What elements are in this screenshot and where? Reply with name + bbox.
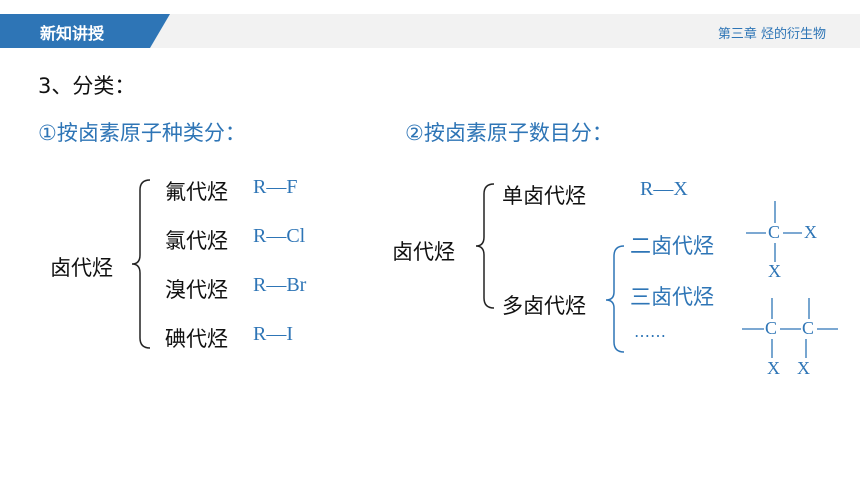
struct1-x-right: X [804, 222, 817, 242]
right-brace [475, 183, 495, 309]
left-item-formula: R—Cl [253, 225, 306, 247]
multi-item-ellipsis: …… [634, 322, 666, 341]
single-name: 单卤代烃 [502, 184, 586, 208]
multi-item: 二卤代烃 [630, 234, 714, 258]
left-item-name: 氯代烃 [165, 229, 228, 253]
section-label: 新知讲授 [40, 24, 105, 43]
page-heading: 3、分类： [38, 74, 136, 98]
struct2-carbon: C [765, 318, 778, 338]
left-item-name: 碘代烃 [165, 327, 228, 351]
left-item-formula: R—Br [253, 274, 307, 296]
left-item-name: 溴代烃 [165, 278, 228, 302]
struct2-x: X [797, 358, 810, 378]
right-title: ②按卤素原子数目分： [405, 121, 613, 145]
struct1-x-bottom: X [768, 261, 781, 281]
right-root: 卤代烃 [392, 240, 455, 264]
multi-brace [605, 245, 625, 353]
multi-item: 三卤代烃 [630, 285, 714, 309]
left-item-formula: R—F [253, 176, 298, 198]
left-item-name: 氟代烃 [165, 180, 228, 204]
struct1-bonds [746, 201, 802, 262]
left-brace [131, 179, 151, 349]
struct1-carbon: C [768, 222, 781, 242]
multi-name: 多卤代烃 [502, 294, 586, 318]
struct2-x: X [767, 358, 780, 378]
struct2-bonds [742, 298, 838, 358]
single-formula: R—X [640, 178, 688, 200]
left-root: 卤代烃 [50, 256, 113, 280]
chapter-title: 第三章 烃的衍生物 [717, 27, 826, 42]
left-title: ①按卤素原子种类分： [38, 121, 246, 145]
struct2-carbon: C [802, 318, 815, 338]
section-tab-shape [0, 14, 170, 48]
left-item-formula: R—I [253, 323, 293, 345]
